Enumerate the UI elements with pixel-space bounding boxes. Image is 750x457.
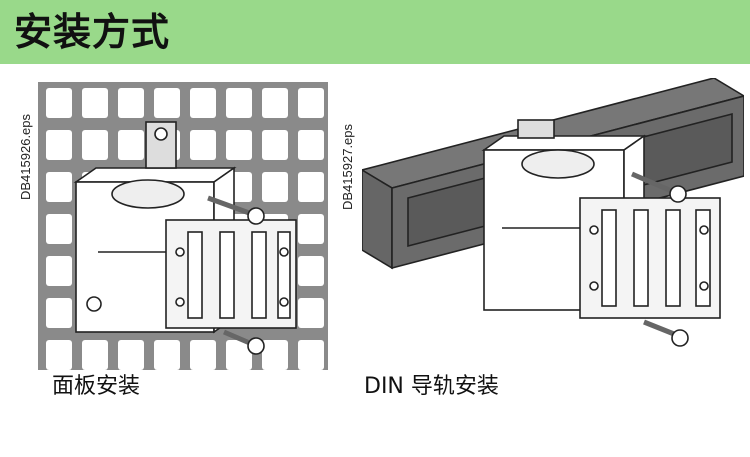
panel-mount-illustration	[38, 82, 328, 370]
din-rail-mount-illustration	[362, 78, 744, 347]
title-banner: 安装方式	[0, 0, 750, 64]
banner-title: 安装方式	[14, 10, 171, 54]
panel-figure-file-label: DB415926.eps	[18, 113, 33, 200]
panel-mount-caption: 面板安装	[52, 374, 141, 399]
din-figure-file-label: DB415927.eps	[340, 123, 355, 210]
din-rail-mount-caption: DIN 导轨安装	[364, 374, 499, 399]
